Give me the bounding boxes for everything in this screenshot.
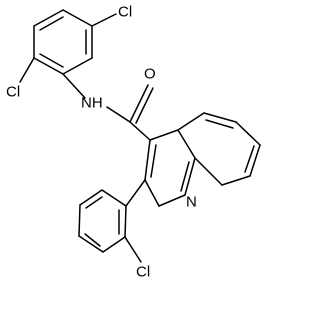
bond [78,235,104,253]
bond [144,139,151,181]
carbonyl-oxygen-label: O [144,66,156,83]
bond [84,233,101,247]
bond [149,129,179,141]
bond [129,121,151,141]
bond [33,57,64,75]
molecule-structure: Cl Cl NH O N Cl [6,4,261,281]
bond [124,205,127,238]
chlorine-label-left: Cl [6,84,20,101]
bond [158,194,186,207]
bond [62,57,93,75]
bond [79,189,103,206]
amide-nh-label: NH [81,95,103,112]
bond [85,196,103,209]
bond [33,9,64,27]
chlorine-label-bottom: Cl [136,264,150,281]
bond [39,16,64,31]
bond [184,157,196,196]
bond [62,73,86,99]
bond [180,161,190,192]
bond-lines [19,9,261,263]
bond [101,189,127,207]
bond [177,129,196,159]
bond [150,144,157,178]
bond [91,13,117,27]
bond [144,179,160,207]
bond [249,144,261,177]
bond [106,106,131,123]
chlorine-label-top: Cl [118,4,132,21]
bond [203,112,237,123]
bond [221,175,251,186]
bond [124,236,142,263]
bond [129,84,149,123]
bond [244,145,255,173]
bond [135,87,154,124]
bond [78,204,81,237]
bond [102,236,126,253]
atom-labels: Cl Cl NH O N Cl [6,4,197,281]
bond [39,53,64,68]
bond [177,112,205,131]
bond [19,57,35,83]
bond [205,119,234,129]
bond [62,9,93,27]
bond [125,179,146,207]
quinoline-nitrogen-label: N [186,194,197,211]
bond [194,157,223,186]
bond [235,121,261,146]
